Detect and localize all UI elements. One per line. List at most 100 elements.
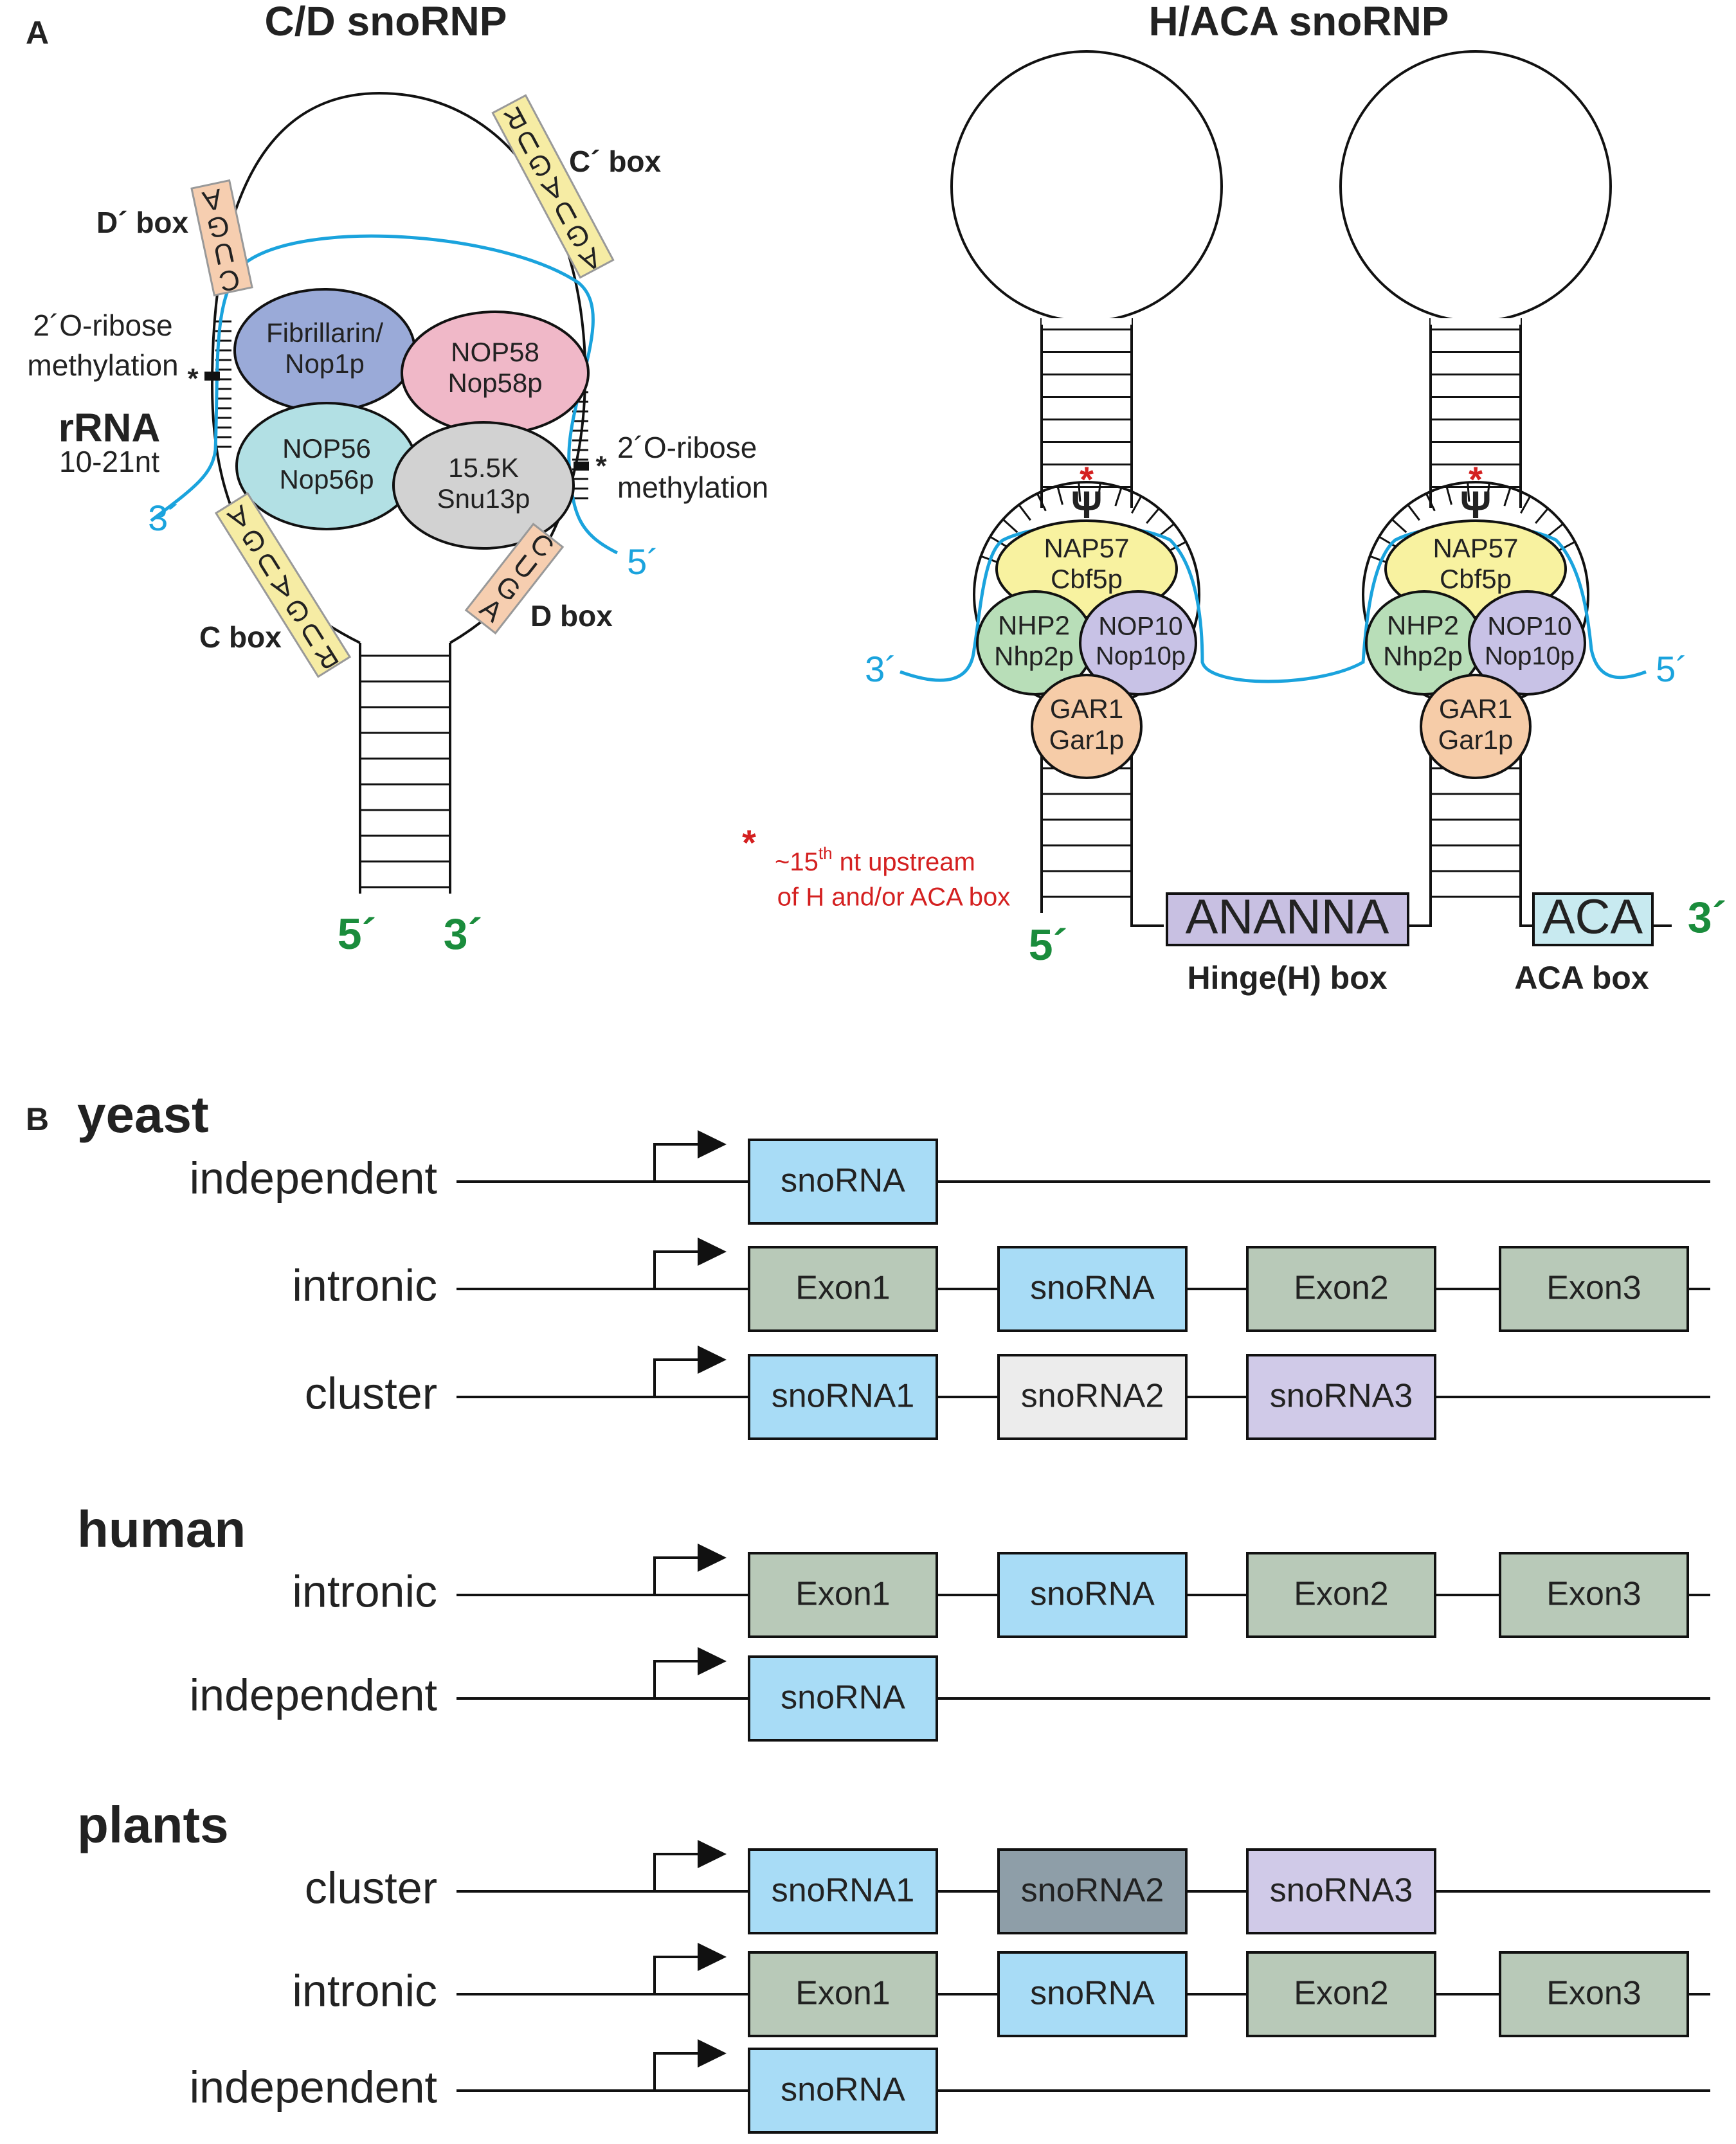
c-prime-box-label: C´ box — [569, 145, 662, 178]
haca-rna-3-end: 3´ — [865, 649, 897, 689]
nop58-label-line2: Nop58p — [448, 368, 542, 398]
haca-hairpin-2-pocket-pair — [1547, 523, 1564, 537]
methylation-right-line2: methylation — [617, 471, 768, 504]
haca-hairpin-1-nop10-label-line1: NOP10 — [1098, 613, 1182, 641]
yeast-intronic-row-box-2 — [997, 1246, 1188, 1332]
yeast-cluster-row-box-3 — [1246, 1354, 1436, 1440]
yeast-independent-row-box-1-label: snoRNA — [781, 1162, 905, 1200]
plants-cluster-row-box-2-label: snoRNA2 — [1021, 1872, 1164, 1909]
methylation-left-star: * — [187, 363, 199, 395]
h-box-label: Hinge(H) box — [1187, 960, 1387, 996]
c-box-shape — [214, 492, 352, 678]
yeast-cluster-row-box-1-label: snoRNA1 — [772, 1378, 915, 1415]
human-intronic-row-box-3 — [1246, 1552, 1436, 1638]
plants-cluster-row-promoter-arrow — [653, 1853, 701, 1891]
cd-methylation-mark-right — [574, 462, 589, 471]
plants-independent-row-box-1-label: snoRNA — [781, 2071, 905, 2109]
haca-substrate-strands — [900, 524, 1647, 683]
c-prime-box-shape — [491, 94, 615, 279]
human-intronic-row-box-1-label: Exon1 — [795, 1576, 890, 1613]
yeast-independent-row-label: independent — [190, 1153, 437, 1203]
plants-cluster-row-box-1-label: snoRNA1 — [772, 1872, 915, 1909]
haca-hairpin-1-nop10-label-line2: Nop10p — [1096, 642, 1186, 671]
note-line1-superscript: th — [818, 843, 833, 863]
haca-hairpin-2-pocket-pair — [1557, 541, 1576, 552]
cd-rrna-strand — [150, 234, 619, 555]
plants-cluster-row-box-1 — [748, 1848, 938, 1934]
human-intronic-row-label: intronic — [292, 1566, 437, 1616]
organism-plants: plants — [77, 1796, 229, 1853]
haca-tail-line — [1519, 913, 1533, 927]
snu13-protein — [392, 421, 575, 550]
haca-hairpin-1-gap — [1042, 318, 1132, 325]
haca-hairpin-1-gar1-label-line1: GAR1 — [1050, 694, 1123, 724]
haca-hairpin-2-gar1-label-line1: GAR1 — [1439, 694, 1512, 724]
haca-hairpin-1-pocket-pair — [1002, 518, 1018, 534]
yeast-intronic-row-label: intronic — [292, 1260, 437, 1310]
h-box-sequence: ANANNA — [1186, 890, 1389, 944]
haca-hairpin-2-nop10-protein — [1468, 590, 1586, 696]
rrna-5-end: 5´ — [627, 541, 659, 582]
plants-intronic-row-box-1 — [748, 1951, 938, 2037]
plants-intronic-row-box-1-label: Exon1 — [795, 1975, 890, 2012]
aca-box-sequence: ACA — [1542, 890, 1643, 944]
plants-independent-row-promoter-arrow — [653, 2052, 701, 2091]
haca-hairpin-1-pocket-pair — [1114, 487, 1123, 507]
plants-intronic-row-box-4-label: Exon3 — [1546, 1975, 1641, 2012]
yeast-cluster-row-label: cluster — [305, 1368, 437, 1418]
haca-hairpin-2-pocket-pair — [1391, 518, 1407, 534]
yeast-cluster-row-box-1 — [748, 1354, 938, 1440]
haca-hairpin-1-pocket-pair — [990, 536, 1008, 548]
yeast-cluster-row-promoter-arrowhead — [698, 1346, 727, 1374]
haca-hinge-left — [1130, 913, 1164, 927]
organism-human: human — [77, 1500, 246, 1558]
haca-hairpin-2-nhp2-label-line2: Nhp2p — [1383, 641, 1463, 671]
haca-hairpin-1-pocket-pair — [1097, 483, 1101, 503]
rrna-label: rRNA — [59, 406, 160, 450]
plants-cluster-row-label: cluster — [305, 1862, 437, 1913]
yeast-cluster-row-box-2 — [997, 1354, 1188, 1440]
note-line1: ~15th nt upstream — [775, 843, 975, 876]
plants-intronic-row-promoter-arrowhead — [698, 1943, 727, 1971]
human-independent-row-box-1-label: snoRNA — [781, 1679, 905, 1716]
haca-hairpin-1-pocket-pair — [1158, 523, 1175, 537]
plants-intronic-row-box-3 — [1246, 1951, 1436, 2037]
yeast-cluster-row-box-2-label: snoRNA2 — [1021, 1378, 1164, 1415]
haca-hairpin-1-nap57-label-line2: Cbf5p — [1051, 564, 1123, 594]
haca-hairpin-2-pocket-pair — [1503, 487, 1512, 507]
haca-hairpin-1-nhp2-label-line2: Nhp2p — [994, 641, 1074, 671]
haca-hairpin-2-apical-loop — [1339, 50, 1612, 323]
nop56-label-line2: Nop56p — [279, 464, 374, 494]
human-independent-row-box-1 — [748, 1655, 938, 1742]
haca-hairpin-1-pocket-pair — [1130, 496, 1143, 514]
yeast-intronic-row-box-1 — [748, 1246, 938, 1332]
haca-hairpin-1-pocket-pair — [1036, 493, 1047, 512]
yeast-independent-row-promoter-arrowhead — [698, 1130, 727, 1158]
yeast-independent-row-box-1 — [748, 1139, 938, 1225]
human-intronic-row-box-4-label: Exon3 — [1546, 1576, 1641, 1613]
haca-hairpin-2-pocket-pair — [1486, 483, 1490, 503]
methylation-right-line1: 2´O-ribose — [617, 431, 757, 464]
plants-intronic-row-box-4 — [1499, 1951, 1689, 2037]
d-box-label: D box — [530, 599, 613, 633]
note-line1-value: ~15 — [775, 848, 818, 876]
haca-hairpin-1-psi-star: * — [1080, 459, 1094, 500]
haca-hairpin-1-pocket-pair — [1078, 482, 1081, 502]
haca-hairpin-2-psi: Ψ — [1460, 483, 1492, 527]
note-star: * — [742, 822, 756, 863]
yeast-intronic-row-promoter-arrowhead — [698, 1238, 727, 1266]
snu13-label-line1: 15.5K — [448, 453, 519, 483]
plants-intronic-row-label: intronic — [292, 1965, 437, 2015]
haca-hairpin-2-nhp2-label-line1: NHP2 — [1387, 610, 1459, 640]
human-intronic-row-box-2-label: snoRNA — [1030, 1576, 1155, 1613]
haca-hairpin-2-pocket-pair — [1379, 536, 1397, 548]
yeast-intronic-row-promoter-arrow — [653, 1250, 701, 1289]
snu13-label-line2: Snu13p — [437, 483, 530, 514]
haca-hairpin-1-nhp2-label-line1: NHP2 — [998, 610, 1070, 640]
haca-hairpin-2-gap — [1431, 318, 1521, 325]
haca-title: H/ACA snoRNP — [1149, 0, 1449, 44]
